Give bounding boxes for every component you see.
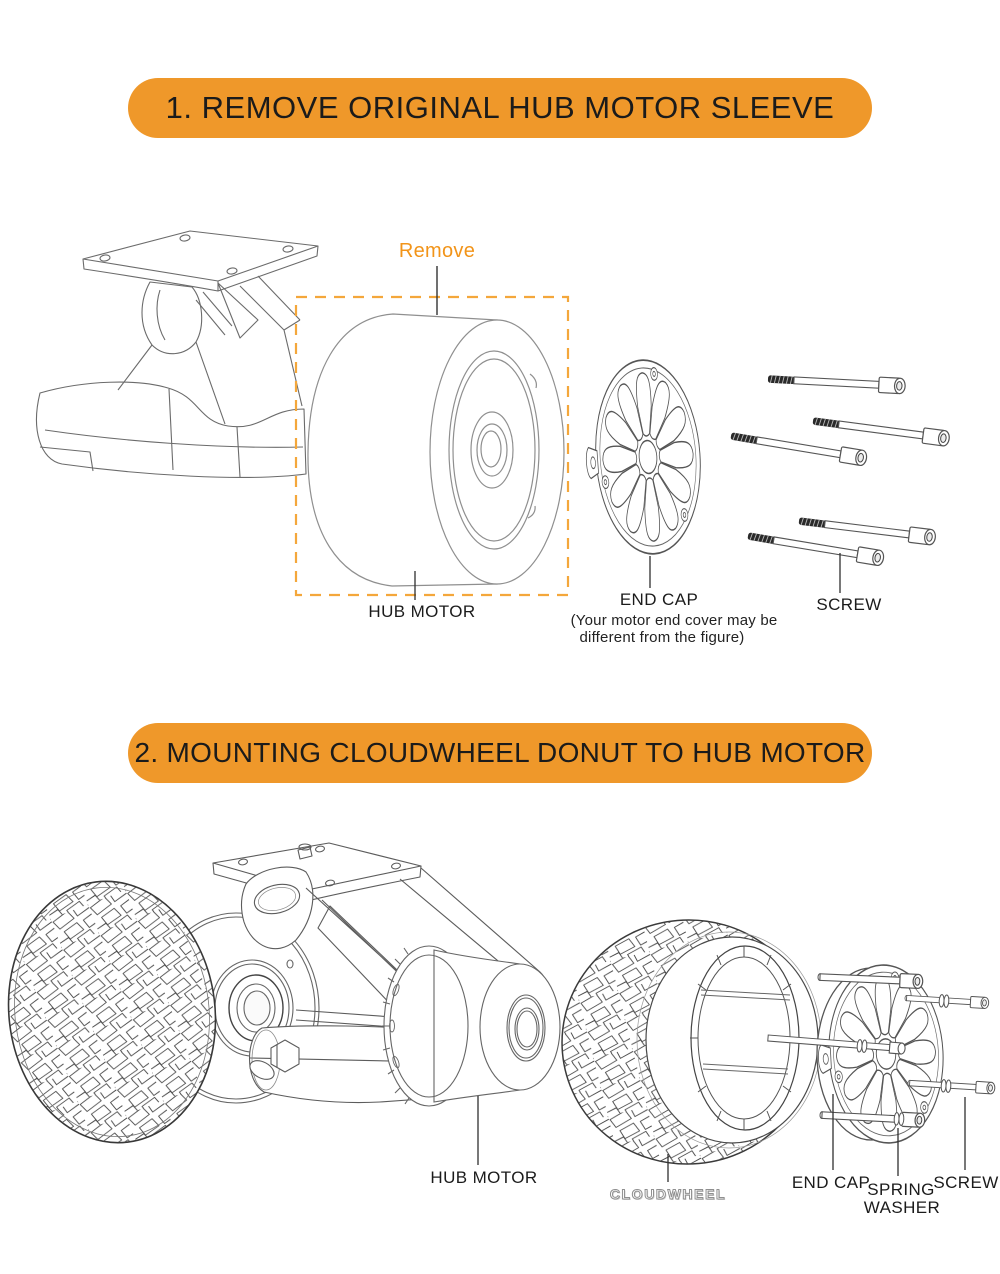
section2-illustration bbox=[7, 842, 996, 1182]
hub-motor-label-1: HUB MOTOR bbox=[368, 602, 476, 621]
section2-banner: 2. MOUNTING CLOUDWHEEL DONUT TO HUB MOTO… bbox=[128, 723, 872, 783]
end-cap-note-line2: different from the figure) bbox=[579, 629, 745, 646]
screw-label-1: SCREW bbox=[816, 595, 882, 614]
truck-illustration-top bbox=[36, 230, 319, 478]
spring-washer-label-line1: SPRING bbox=[867, 1180, 935, 1199]
end-cap-label-2: END CAP bbox=[791, 1173, 871, 1192]
section2-banner-text: 2. MOUNTING CLOUDWHEEL DONUT TO HUB MOTO… bbox=[134, 737, 866, 768]
section1-illustration bbox=[36, 230, 951, 600]
section1-banner: 1. REMOVE ORIGINAL HUB MOTOR SLEEVE bbox=[128, 78, 872, 138]
hub-motor-core-illustration bbox=[382, 945, 561, 1107]
end-cap-illustration-1 bbox=[578, 355, 708, 559]
cloudwheel-logo: CLOUDWHEEL bbox=[609, 1186, 727, 1203]
screws-illustration-1 bbox=[729, 370, 951, 567]
spring-washer-icon bbox=[856, 1038, 868, 1054]
spring-washer-icon bbox=[940, 1079, 952, 1093]
hub-motor-sleeve-illustration bbox=[307, 313, 565, 587]
hub-motor-label-2: HUB MOTOR bbox=[430, 1168, 538, 1187]
section1-banner-text: 1. REMOVE ORIGINAL HUB MOTOR SLEEVE bbox=[165, 90, 835, 125]
cloudwheel-donut-illustration bbox=[561, 919, 822, 1165]
spring-washer-icon bbox=[938, 994, 950, 1008]
end-cap-label-1: END CAP bbox=[619, 590, 699, 609]
spring-washer-label-line2: WASHER bbox=[863, 1198, 941, 1217]
remove-highlight-box bbox=[294, 295, 570, 597]
remove-label: Remove bbox=[398, 240, 476, 262]
end-cap-note-line1: (Your motor end cover may be bbox=[570, 612, 778, 629]
spring-washer-icon bbox=[893, 1112, 905, 1126]
screws-illustration-2 bbox=[767, 969, 996, 1129]
screw-label-2: SCREW bbox=[933, 1173, 999, 1192]
end-cap-illustration-2 bbox=[812, 961, 949, 1148]
mounted-cloudwheel-tire bbox=[7, 880, 217, 1144]
